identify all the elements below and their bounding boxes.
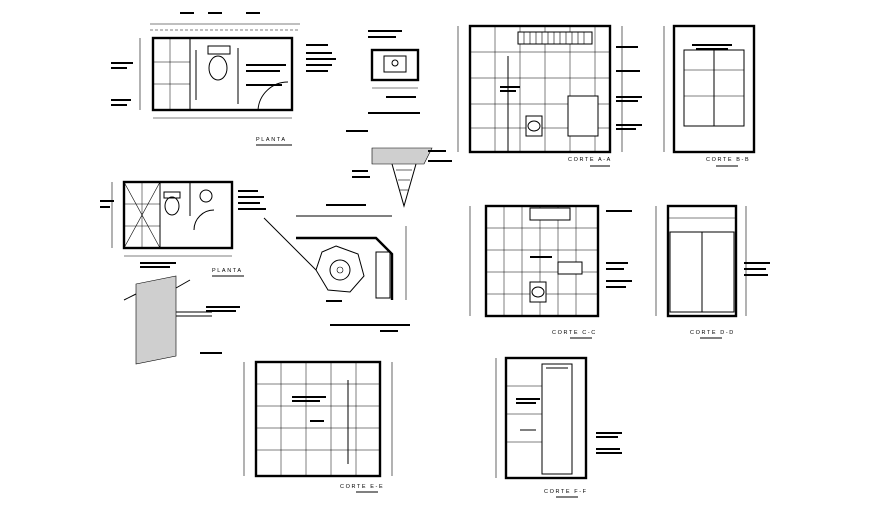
section-f-f: CORTE F-F <box>495 356 622 498</box>
section-e-e-title: CORTE E-E <box>340 484 384 490</box>
toilet-symbol <box>207 45 231 81</box>
plan-2-title: PLANTA <box>212 268 243 274</box>
section-e-e: CORTE E-E <box>243 360 393 493</box>
section-d-d-title: CORTE D-D <box>690 330 735 336</box>
shower-plan-detail <box>263 204 410 332</box>
section-c-c: CORTE C-C <box>469 204 632 339</box>
plan-1-annotations <box>111 12 336 106</box>
wall-section-detail <box>346 130 452 208</box>
section-b-b: CORTE B-B <box>663 24 756 167</box>
wall-anchor-detail <box>123 275 240 365</box>
section-b-b-title: CORTE B-B <box>706 157 750 163</box>
section-a-a-title: CORTE A-A <box>568 157 612 163</box>
plan-view-2: PLANTA <box>100 180 266 277</box>
section-c-c-title: CORTE C-C <box>552 330 597 336</box>
section-d-d: CORTE D-D <box>655 204 770 339</box>
section-a-a: CORTE A-A <box>457 24 642 167</box>
section-f-f-title: CORTE F-F <box>544 489 588 495</box>
plan-1-title: PLANTA <box>256 137 287 143</box>
plan-view-1: PLANTA <box>111 12 336 146</box>
sink-detail <box>368 30 420 114</box>
